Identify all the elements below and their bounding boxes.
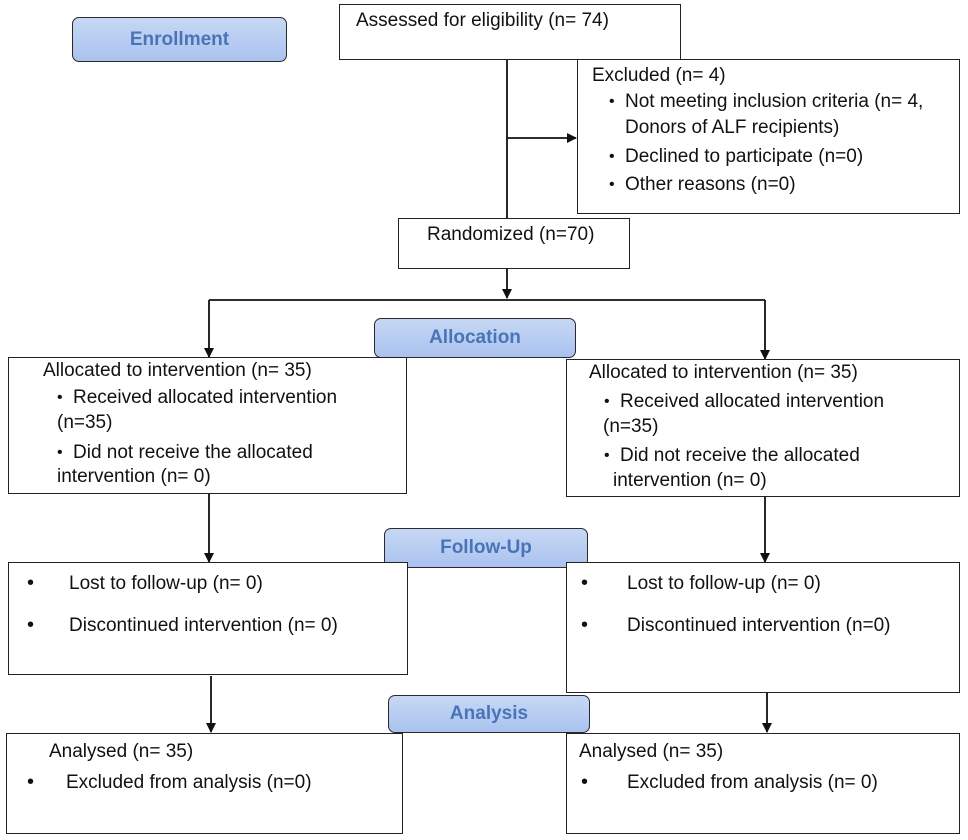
stage-enrollment: Enrollment bbox=[72, 17, 287, 62]
bullet: • bbox=[27, 771, 35, 793]
bullet: • bbox=[581, 572, 589, 594]
left-analysis-box: Analysed (n= 35) • Excluded from analysi… bbox=[6, 733, 403, 834]
excluded-item: Not meeting inclusion criteria (n= 4, bbox=[609, 90, 923, 114]
right-notreceived-count: intervention (n= 0) bbox=[613, 470, 767, 491]
excluded-title: Excluded (n= 4) bbox=[592, 65, 726, 86]
randomized-text: Randomized (n=70) bbox=[427, 224, 595, 245]
right-lost-text: Lost to follow-up (n= 0) bbox=[627, 573, 821, 594]
left-excluded-analysis-text: Excluded from analysis (n=0) bbox=[66, 772, 312, 793]
bullet: • bbox=[27, 572, 35, 594]
stage-analysis: Analysis bbox=[388, 695, 590, 733]
right-received-count: (n=35) bbox=[603, 416, 659, 437]
right-discontinued-text: Discontinued intervention (n=0) bbox=[627, 615, 891, 636]
left-allocated-title: Allocated to intervention (n= 35) bbox=[43, 360, 312, 381]
bullet: • bbox=[27, 614, 35, 636]
right-followup-box: • Lost to follow-up (n= 0) • Discontinue… bbox=[566, 562, 960, 693]
left-discontinued-text: Discontinued intervention (n= 0) bbox=[69, 615, 338, 636]
left-allocated-box: Allocated to intervention (n= 35) Receiv… bbox=[8, 357, 407, 494]
left-received-count: (n=35) bbox=[57, 412, 113, 433]
left-analysed-text: Analysed (n= 35) bbox=[49, 741, 194, 762]
assessed-text: Assessed for eligibility (n= 74) bbox=[356, 10, 609, 31]
bullet: • bbox=[581, 771, 589, 793]
left-followup-box: • Lost to follow-up (n= 0) • Discontinue… bbox=[8, 562, 408, 675]
excluded-item: Other reasons (n=0) bbox=[609, 173, 796, 197]
bullet: • bbox=[581, 614, 589, 636]
right-received-text: Received allocated intervention bbox=[604, 390, 884, 414]
right-excluded-analysis-text: Excluded from analysis (n= 0) bbox=[627, 772, 878, 793]
excluded-box: Excluded (n= 4) Not meeting inclusion cr… bbox=[577, 59, 960, 214]
left-notreceived-count: intervention (n= 0) bbox=[57, 466, 211, 487]
right-analysis-box: Analysed (n= 35) • Excluded from analysi… bbox=[566, 733, 960, 834]
excluded-item: Declined to participate (n=0) bbox=[609, 145, 863, 169]
right-analysed-text: Analysed (n= 35) bbox=[579, 741, 724, 762]
randomized-box: Randomized (n=70) bbox=[398, 218, 630, 269]
left-lost-text: Lost to follow-up (n= 0) bbox=[69, 573, 263, 594]
left-received-text: Received allocated intervention bbox=[57, 386, 337, 410]
stage-followup: Follow-Up bbox=[384, 528, 588, 568]
stage-allocation: Allocation bbox=[374, 318, 576, 358]
left-notreceived-text: Did not receive the allocated bbox=[57, 441, 313, 465]
assessed-box: Assessed for eligibility (n= 74) bbox=[339, 4, 681, 60]
right-allocated-title: Allocated to intervention (n= 35) bbox=[589, 362, 858, 383]
right-allocated-box: Allocated to intervention (n= 35) Receiv… bbox=[566, 359, 960, 497]
right-notreceived-text: Did not receive the allocated bbox=[604, 444, 860, 468]
excluded-item-cont: Donors of ALF recipients) bbox=[625, 117, 840, 138]
